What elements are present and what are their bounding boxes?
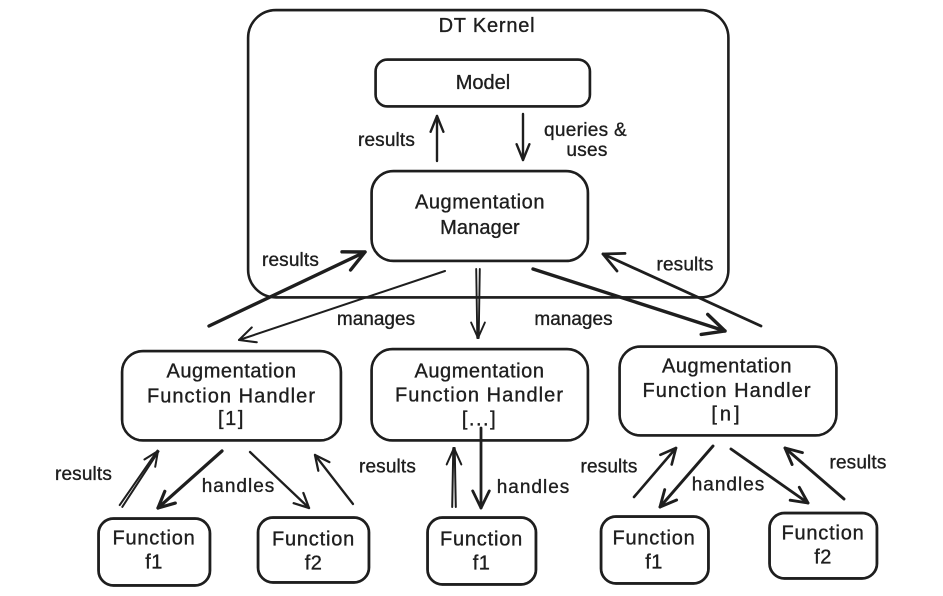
- svg-text:uses: uses: [566, 140, 607, 161]
- svg-text:Function: Function: [112, 528, 195, 550]
- svg-text:Function Handler: Function Handler: [642, 380, 811, 402]
- svg-text:DT Kernel: DT Kernel: [439, 15, 536, 37]
- svg-text:queries &: queries &: [544, 120, 627, 141]
- svg-text:results: results: [359, 457, 416, 478]
- svg-text:Augmentation: Augmentation: [414, 361, 544, 383]
- svg-text:[n]: [n]: [711, 404, 742, 426]
- svg-text:Function Handler: Function Handler: [395, 385, 564, 407]
- svg-text:Function: Function: [440, 529, 523, 551]
- svg-text:results: results: [358, 130, 415, 151]
- svg-text:results: results: [580, 457, 637, 478]
- svg-text:[...]: [...]: [462, 409, 497, 431]
- svg-text:f1: f1: [645, 552, 662, 574]
- svg-text:Augmentation: Augmentation: [166, 361, 296, 383]
- svg-text:manages: manages: [534, 309, 612, 330]
- svg-text:[1]: [1]: [218, 408, 245, 430]
- svg-text:Augmentation: Augmentation: [662, 356, 792, 378]
- svg-text:results: results: [829, 453, 886, 474]
- svg-text:f2: f2: [305, 553, 322, 575]
- svg-text:f1: f1: [473, 553, 490, 575]
- svg-text:Function: Function: [781, 523, 864, 545]
- svg-text:manages: manages: [337, 309, 415, 330]
- svg-text:Model: Model: [456, 72, 510, 94]
- svg-text:Function Handler: Function Handler: [147, 386, 316, 408]
- svg-text:handles: handles: [692, 475, 766, 496]
- svg-text:f2: f2: [814, 547, 831, 569]
- svg-text:Augmentation: Augmentation: [415, 192, 545, 214]
- svg-text:handles: handles: [202, 476, 276, 497]
- svg-text:results: results: [656, 255, 713, 276]
- svg-text:results: results: [55, 464, 112, 485]
- svg-text:f1: f1: [145, 552, 162, 574]
- svg-text:results: results: [262, 250, 319, 271]
- svg-text:Manager: Manager: [440, 217, 520, 239]
- svg-text:handles: handles: [497, 477, 571, 498]
- svg-text:Function: Function: [272, 529, 355, 551]
- svg-text:Function: Function: [612, 528, 695, 550]
